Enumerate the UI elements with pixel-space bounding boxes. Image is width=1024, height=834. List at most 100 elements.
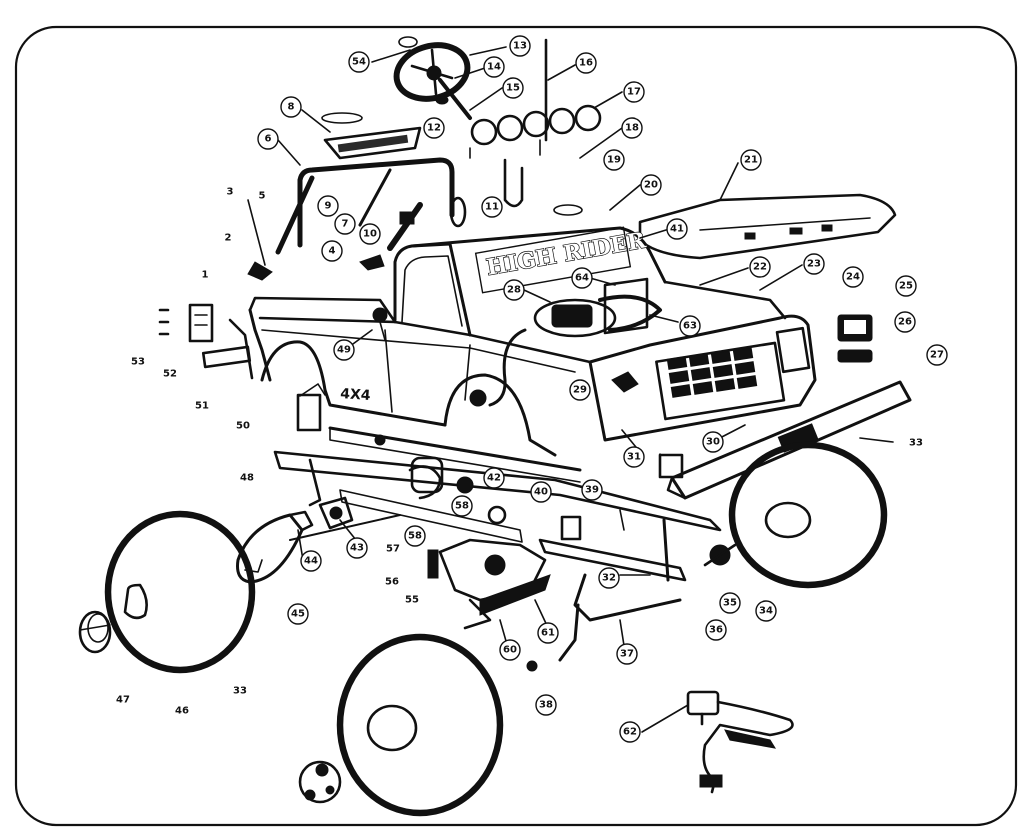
callout-57: 57 (386, 544, 400, 555)
callout-13: 13 (509, 35, 531, 57)
callout-number: 26 (898, 317, 912, 328)
callout-22: 22 (749, 256, 771, 278)
callout-number: 39 (585, 485, 599, 496)
light-bar (323, 126, 422, 160)
callout-number: 30 (706, 437, 720, 448)
callout-ring (575, 52, 597, 74)
callout-55: 55 (405, 595, 419, 606)
callout-9: 9 (317, 195, 339, 217)
callout-ring (317, 195, 339, 217)
callout-50: 50 (236, 421, 250, 432)
hood-decal-text: HIGH RIDER (485, 227, 649, 281)
callout-number: 43 (350, 543, 364, 554)
callout-ring (483, 467, 505, 489)
callout-number: 17 (627, 87, 641, 98)
callout-number: 21 (744, 155, 758, 166)
callout-39: 39 (581, 479, 603, 501)
callout-47: 47 (116, 695, 130, 706)
callout-number: 8 (288, 102, 295, 113)
callout-ring (666, 218, 688, 240)
callout-ring (679, 315, 701, 337)
callout-number: 6 (265, 134, 272, 145)
callout-number: 33 (909, 438, 923, 449)
callout-number: 61 (541, 628, 555, 639)
callout-15: 15 (502, 77, 524, 99)
callout-ring (740, 149, 762, 171)
callout-25: 25 (895, 275, 917, 297)
callout-number: 51 (195, 401, 209, 412)
callout-ring (321, 240, 343, 262)
callout-number: 45 (291, 609, 305, 620)
callout-number: 41 (670, 224, 684, 235)
callout-61: 61 (537, 622, 559, 644)
callout-number: 58 (455, 501, 469, 512)
callout-64: 64 (571, 267, 593, 289)
steering-wheel (393, 36, 472, 120)
callout-ring (359, 223, 381, 245)
callout-60: 60 (499, 639, 521, 661)
callout-number: 58 (408, 531, 422, 542)
callout-ring (842, 266, 864, 288)
callout-ring (623, 446, 645, 468)
callout-number: 42 (487, 473, 501, 484)
callout-ring (300, 550, 322, 572)
callout-ring (503, 279, 525, 301)
callout-45: 45 (287, 603, 309, 625)
callout-ring (603, 149, 625, 171)
callout-ring (333, 339, 355, 361)
callout-number: 22 (753, 262, 767, 273)
callout-ring (619, 721, 641, 743)
callout-49: 49 (333, 339, 355, 361)
callout-3: 3 (227, 187, 234, 198)
callout-ring (623, 81, 645, 103)
callout-24: 24 (842, 266, 864, 288)
callout-ring (569, 379, 591, 401)
callout-29: 29 (569, 379, 591, 401)
callout-number: 55 (405, 595, 419, 606)
callout-number: 44 (304, 556, 318, 567)
callout-ring (287, 603, 309, 625)
callout-43: 43 (346, 537, 368, 559)
hood-panel (638, 193, 897, 260)
callout-52: 52 (163, 369, 177, 380)
callout-ring (755, 600, 777, 622)
callout-54: 54 (348, 51, 370, 73)
callout-ring (423, 117, 445, 139)
callout-number: 50 (236, 421, 250, 432)
callout-number: 18 (625, 123, 639, 134)
callout-38: 38 (535, 694, 557, 716)
callout-ring (535, 694, 557, 716)
callout-30: 30 (702, 431, 724, 453)
door-decal-text: 4X4 (340, 386, 372, 404)
callout-20: 20 (640, 174, 662, 196)
callout-number: 20 (644, 180, 658, 191)
callout-ring (404, 525, 426, 547)
callout-number: 12 (427, 123, 441, 134)
leader-lines (277, 46, 894, 733)
callout-35: 35 (719, 592, 741, 614)
callout-ring (621, 117, 643, 139)
callout-number: 5 (259, 191, 266, 202)
callout-10: 10 (359, 223, 381, 245)
u-bracket (503, 158, 524, 208)
callout-ring (346, 537, 368, 559)
callout-number: 47 (116, 695, 130, 706)
callout-ring (894, 311, 916, 333)
callout-62: 62 (619, 721, 641, 743)
callout-33: 33 (909, 438, 923, 449)
callout-number: 2 (225, 233, 232, 244)
callout-16: 16 (575, 52, 597, 74)
callout-number: 19 (607, 155, 621, 166)
callout-18: 18 (621, 117, 643, 139)
callout-number: 36 (709, 625, 723, 636)
callout-53: 53 (131, 357, 145, 368)
callout-21: 21 (740, 149, 762, 171)
callout-56: 56 (385, 577, 399, 588)
callout-37: 37 (616, 643, 638, 665)
tail-light (188, 303, 214, 343)
callout-5: 5 (259, 191, 266, 202)
callout-number: 25 (899, 281, 913, 292)
callout-1: 1 (202, 270, 209, 281)
gearbox (427, 538, 551, 672)
